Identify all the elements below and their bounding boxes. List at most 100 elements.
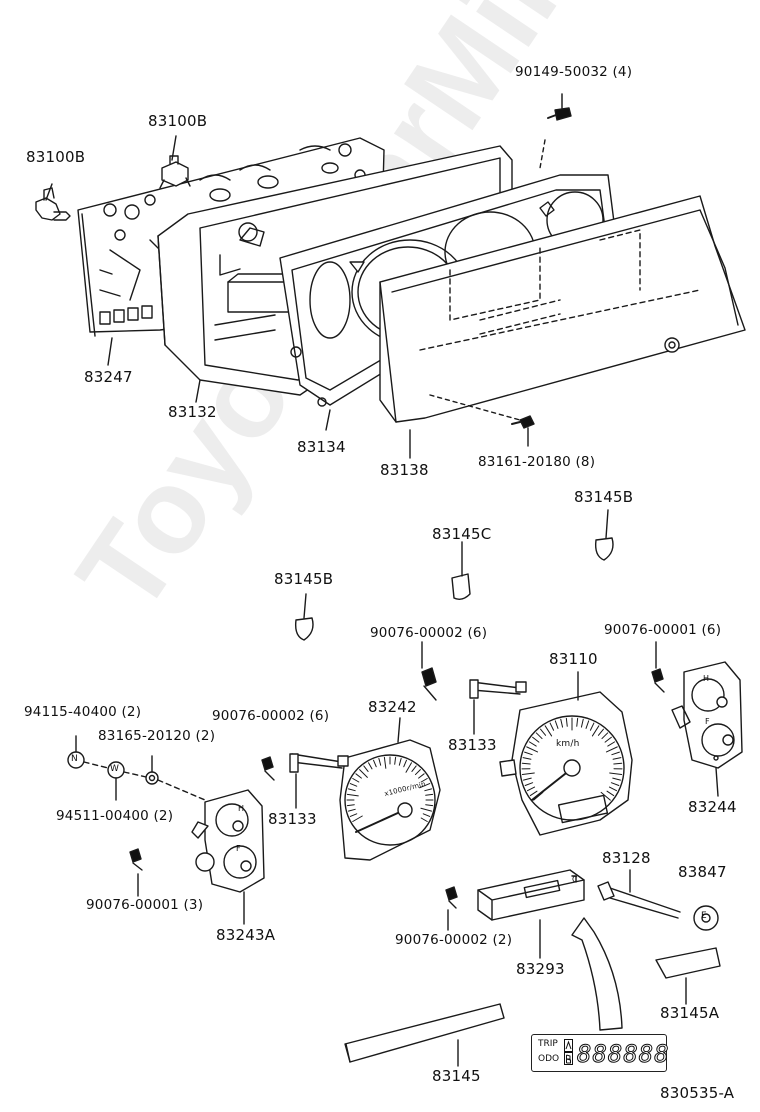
speedo-unit: km/h	[556, 739, 580, 749]
bulb-socket-83100B-top	[159, 155, 191, 189]
gauge-tick	[609, 772, 623, 776]
gauge-tick	[425, 793, 434, 796]
label-83165-20120: 83165-20120 (2)	[98, 728, 216, 744]
display-c-mark: C	[572, 875, 578, 884]
screw-90076-00001-left	[129, 848, 143, 871]
gauge-tick	[607, 741, 616, 747]
gauge-f-left: F	[236, 844, 241, 853]
label-94115-40400: 94115-40400 (2)	[24, 704, 142, 720]
gauge-tick	[528, 741, 537, 747]
meter-glass-83138	[379, 195, 746, 423]
bracket-83133-mid	[469, 679, 527, 699]
label-94511-00400: 94511-00400 (2)	[56, 808, 174, 824]
gauge-tick	[359, 769, 368, 778]
gauge-tick	[604, 736, 612, 743]
gauge-tick	[529, 790, 538, 797]
gauge-tick	[610, 782, 620, 787]
trip-display-83293	[477, 869, 585, 921]
gauge-tick	[418, 773, 425, 779]
gauge-tick	[608, 786, 618, 792]
gauge-tick	[383, 756, 387, 769]
gauge-tick	[532, 736, 540, 743]
gauge-tick	[420, 807, 433, 812]
gauge-tick	[554, 720, 559, 729]
lcd-odo-label: ODO	[538, 1054, 560, 1064]
gauge-tick	[352, 778, 360, 783]
gauge-tick	[378, 757, 382, 766]
label-83161-20180: 83161-20180 (8)	[478, 454, 596, 470]
gauge-tick	[585, 720, 590, 729]
gauge-tick	[346, 793, 359, 797]
gauge-tick	[540, 728, 547, 736]
gauge-h-left: H	[238, 804, 245, 813]
gauge-tick	[420, 778, 428, 783]
gauge-tick	[349, 813, 358, 817]
callout-arrow	[571, 917, 623, 1031]
gauge-tick	[611, 751, 620, 756]
gauge-tick	[526, 786, 536, 792]
cover-83145B-left	[294, 617, 314, 641]
washer-w-mark: W	[110, 764, 120, 774]
lcd-digits: 888888	[577, 1040, 670, 1069]
gauge-tick	[411, 765, 417, 772]
odometer-lcd: TRIP ODO 888888	[531, 1034, 670, 1072]
label-83100B-top: 83100B	[148, 112, 208, 130]
screw-90076-00002-left	[261, 756, 275, 781]
gauge-tick	[521, 762, 531, 765]
gauge-tick	[524, 782, 534, 787]
lcd-ab-marker-icon	[564, 1039, 573, 1065]
gauge-tick	[521, 772, 535, 776]
gauge-tick	[605, 746, 618, 753]
gauge-tick	[565, 717, 568, 727]
label-83247: 83247	[84, 368, 133, 386]
label-83100B-left: 83100B	[26, 148, 86, 166]
gauge-tick	[373, 759, 377, 768]
label-83132: 83132	[168, 403, 217, 421]
label-83110: 83110	[549, 650, 598, 668]
label-83134: 83134	[297, 438, 346, 456]
temp-fuel-gauge-83244	[671, 661, 743, 769]
nut-n-mark: N	[71, 754, 78, 764]
packing-83165	[145, 771, 159, 785]
knob-e-mark: E	[701, 911, 707, 921]
gauge-tick	[522, 777, 532, 781]
screw-90076-00002-bottom	[445, 886, 458, 909]
gauge-tick	[425, 804, 434, 807]
gauge-tick	[347, 808, 356, 812]
gauge-tick	[414, 769, 421, 776]
gauge-tick	[522, 757, 532, 760]
gauge-tick	[597, 728, 604, 736]
label-83244: 83244	[688, 798, 737, 816]
screw-90076-00002-mid	[421, 667, 437, 701]
label-90076-00002-mid: 90076-00002 (6)	[370, 625, 488, 641]
gauge-tick	[549, 722, 555, 731]
cover-83145A	[655, 947, 721, 979]
label-83145B-right: 83145B	[574, 488, 634, 506]
screw-83161-20180	[429, 394, 535, 447]
gauge-tick	[405, 762, 412, 773]
label-83847: 83847	[678, 863, 727, 881]
gauge-tick	[347, 788, 356, 792]
gauge-tick	[600, 791, 611, 801]
screw-90076-00001-right	[651, 668, 665, 693]
label-83242: 83242	[368, 698, 417, 716]
gauge-h-right: H	[703, 674, 710, 683]
knob-83847	[693, 905, 719, 931]
gauge-tick	[612, 777, 622, 781]
gauge-tick	[591, 725, 600, 737]
gauge-tick	[580, 718, 584, 728]
label-83243A: 83243A	[216, 926, 276, 944]
label-90076-00001-right: 90076-00001 (6)	[604, 622, 722, 638]
diagram-code: 830535-A	[660, 1084, 735, 1102]
gauge-tick	[576, 717, 579, 727]
gauge-tick	[612, 757, 622, 760]
cover-83145B-right	[594, 537, 614, 561]
gauge-tick	[424, 788, 433, 792]
label-83145C: 83145C	[432, 525, 492, 543]
bulb-socket-83100B-left	[35, 187, 71, 221]
gauge-tick	[533, 791, 544, 801]
label-83138: 83138	[380, 461, 429, 479]
gauge-tick	[394, 756, 397, 765]
screw-90149-50032	[539, 93, 572, 169]
